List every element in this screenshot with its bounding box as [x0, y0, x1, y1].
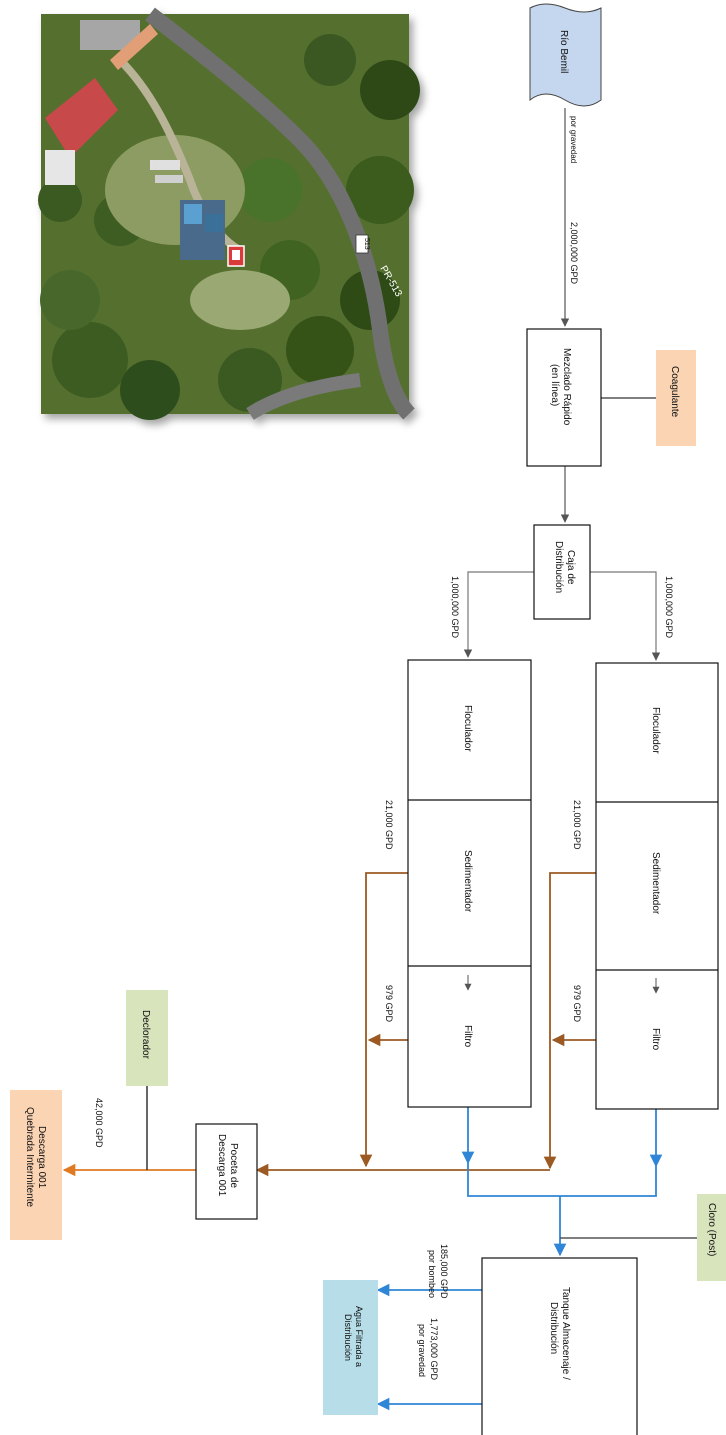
- treatment-train-right: Floculador Sedimentador Filtro: [595, 662, 719, 1110]
- gravity-flow-mode-label: por gravedad: [417, 1324, 427, 1377]
- river-source-node: Río Bemil: [529, 3, 602, 107]
- filtered-water-collector: [467, 1163, 657, 1197]
- sed-waste-flow-right-label: 21,000 GPD: [572, 800, 582, 850]
- discharge-flow-label: 42,000 GPD: [94, 1098, 104, 1148]
- sed-waste-line-left: [359, 872, 408, 1168]
- filtered-water-distribution-node: Agua Filtrada a Distribución: [323, 1280, 378, 1415]
- flow-arrow-box-to-train-left: [463, 571, 534, 658]
- sed-waste-line-right: [543, 872, 596, 1170]
- chlorine-node: Cloro (Post): [697, 1194, 726, 1281]
- discharge-pit-node: Poceta de Descarga 001: [195, 1123, 258, 1220]
- discharge-outfall-node: Descarga 001 Quebrada Intermitente: [10, 1090, 62, 1240]
- distribution-box-label-line2: Distribución: [553, 541, 564, 593]
- chlorine-label: Cloro (Post): [706, 1203, 717, 1256]
- distribution-box-label-line1: Caja de: [565, 550, 576, 585]
- discharge-outfall-label-line2: Quebrada Intermitente: [24, 1107, 35, 1207]
- discharge-outfall-label-line1: Descarga 001: [36, 1126, 47, 1189]
- rapid-mix-label-line2: (en línea): [549, 364, 560, 406]
- filter-waste-flow-right-label: 979 GPD: [572, 985, 582, 1023]
- dechlorinator-label: Declorador: [140, 1010, 151, 1060]
- filter-left-label: Filtro: [462, 1025, 473, 1048]
- branch-flow-left-label: 1,000,000 GPD: [450, 576, 460, 639]
- road-shield-icon: [355, 234, 369, 254]
- sed-waste-flow-left-label: 21,000 GPD: [384, 800, 394, 850]
- coagulant-node: Coagulante: [656, 350, 696, 446]
- flocculator-right-label: Floculador: [650, 707, 661, 754]
- river-source-label: Río Bemil: [558, 30, 569, 73]
- flow-arrow-box-to-train-right: [590, 571, 661, 661]
- storage-tank-label-line2: Distribución: [548, 1302, 559, 1354]
- storage-tank-label-line1: Tanque Almacenaje /: [560, 1287, 571, 1380]
- discharge-pit-label-line1: Poceta de: [228, 1143, 239, 1188]
- discharge-pit-label-line2: Descarga 001: [216, 1134, 227, 1197]
- product-label-line2: Distribución: [343, 1314, 353, 1361]
- storage-tank-node: Tanque Almacenaje / Distribución: [481, 1257, 638, 1435]
- pump-flow-value-label: 185,000 GPD: [439, 1244, 449, 1299]
- branch-flow-right-label: 1,000,000 GPD: [664, 576, 674, 639]
- dechlorinator-node: Declorador: [126, 990, 168, 1086]
- sedimentator-right-label: Sedimentador: [650, 852, 661, 915]
- coagulant-label: Coagulante: [669, 366, 680, 418]
- source-flow-mode-label: por gravedad: [569, 116, 578, 163]
- treatment-train-left: Floculador Sedimentador Filtro: [407, 659, 532, 1108]
- aerial-photo-icon: 513 PR-513: [38, 7, 420, 420]
- pump-flow-mode-label: por bombeo: [427, 1250, 437, 1298]
- road-shield-label: 513: [363, 238, 370, 250]
- filter-right-label: Filtro: [650, 1028, 661, 1051]
- rapid-mix-label-line1: Mezclado Rápido: [561, 348, 572, 426]
- source-flow-label: 2,000,000 GPD: [569, 222, 579, 285]
- rapid-mix-node: Mezclado Rápido (en línea): [526, 328, 602, 467]
- product-label-line1: Agua Filtrada a: [354, 1306, 364, 1367]
- distribution-box-node: Caja de Distribución: [533, 524, 591, 620]
- flocculator-left-label: Floculador: [462, 705, 473, 752]
- filter-waste-flow-left-label: 979 GPD: [384, 985, 394, 1023]
- sedimentator-left-label: Sedimentador: [462, 850, 473, 913]
- location-pin-icon: [227, 245, 245, 267]
- gravity-flow-value-label: 1,773,000 GPD: [429, 1318, 439, 1381]
